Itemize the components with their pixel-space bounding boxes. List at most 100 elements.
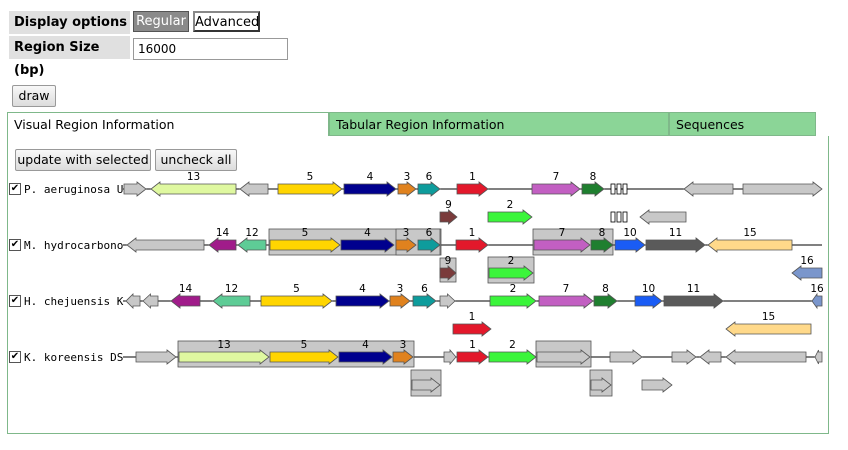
gene-label: 16 [810,283,824,295]
gene-arrow-7[interactable] [533,237,591,253]
gene-arrow-6[interactable] [412,293,437,309]
gene-arrow-8[interactable] [590,237,614,253]
gene-arrow-unassigned[interactable] [443,348,457,366]
organism-checkbox[interactable]: ✔ [9,351,21,363]
draw-button[interactable]: draw [12,85,56,107]
gene-arrow-unassigned[interactable] [439,293,456,309]
gene-arrow-unassigned[interactable] [239,181,269,197]
gene-arrow-7[interactable] [538,293,594,309]
gene-arrow-unassigned[interactable] [725,349,807,365]
gene-arrow-unassigned[interactable] [609,349,643,365]
gene-arrow-16[interactable] [811,292,823,310]
gene-arrow-unassigned[interactable] [123,181,147,197]
gene-arrow-unassigned[interactable] [126,237,205,253]
regular-button[interactable]: Regular [133,11,189,32]
organism-name: M. hydrocarbono [24,238,124,252]
gene-arrow-unassigned[interactable] [641,377,673,393]
organism-checkbox[interactable]: ✔ [9,295,21,307]
gene-arrow-5[interactable] [269,237,341,253]
gene-label: 7 [553,171,560,183]
gene-arrow-14[interactable] [208,237,237,253]
gene-label: 14 [179,283,193,295]
gene-arrow-12[interactable] [212,293,251,309]
gene-arrow-unassigned[interactable] [671,349,697,365]
gene-label: 2 [509,339,516,351]
gene-arrow-3[interactable] [397,181,417,197]
gene-arrow-unassigned[interactable] [125,293,141,309]
gene-arrow-unassigned[interactable] [590,377,612,393]
gene-arrow-13[interactable] [178,349,270,365]
gene-label: 12 [245,227,258,239]
gene-arrow-8[interactable] [593,293,618,309]
update-with-selected-button[interactable]: update with selected [15,149,151,171]
gene-label: 4 [359,283,366,295]
gene-arrow-5[interactable] [269,349,339,365]
tab-sequences[interactable]: Sequences [669,112,816,136]
gene-arrow-unassigned[interactable] [536,349,591,365]
gene-arrow-9[interactable] [439,209,458,225]
region-size-label: Region Size (bp) [9,36,130,78]
gene-arrow-unassigned[interactable] [699,349,722,365]
gene-arrow-6[interactable] [417,181,441,197]
gene-arrow-unassigned[interactable] [814,349,823,365]
uncheck-all-button[interactable]: uncheck all [155,149,237,171]
gene-arrow-16[interactable] [791,265,823,281]
gene-arrow-2[interactable] [487,209,533,225]
organism-name: P. aeruginosa U [24,182,124,196]
gene-arrow-11[interactable] [663,293,724,309]
gene-label: 15 [743,227,756,239]
organism-checkbox[interactable]: ✔ [9,239,21,251]
gene-arrow-5[interactable] [260,293,333,309]
gene-arrow-unassigned[interactable] [135,349,177,365]
organism-checkbox[interactable]: ✔ [9,183,21,195]
gene-arrow-4[interactable] [335,293,390,309]
gene-arrow-2[interactable] [488,265,534,281]
gene-arrow-8[interactable] [581,181,605,197]
gene-arrow-unassigned[interactable] [639,209,687,225]
gene-arrow-6[interactable] [417,237,441,253]
gene-fragment [622,183,628,195]
gene-label: 13 [217,339,230,351]
gene-arrow-7[interactable] [531,181,581,197]
gene-arrow-11[interactable] [645,237,706,253]
gene-arrow-3[interactable] [392,349,414,365]
gene-fragment [622,211,628,223]
gene-label: 4 [364,227,371,239]
gene-label: 3 [400,339,407,351]
gene-arrow-2[interactable] [489,293,537,309]
gene-arrow-10[interactable] [634,293,663,309]
gene-arrow-unassigned[interactable] [742,181,823,197]
gene-arrow-unassigned[interactable] [683,181,734,197]
gene-arrow-1[interactable] [455,237,489,253]
gene-arrow-4[interactable] [343,181,397,197]
gene-arrow-2[interactable] [488,349,537,365]
gene-arrow-15[interactable] [707,237,793,253]
gene-arrow-5[interactable] [277,181,343,197]
gene-arrow-3[interactable] [389,293,411,309]
gene-label: 5 [302,227,309,239]
gene-arrow-1[interactable] [452,321,492,337]
gene-arrow-15[interactable] [725,321,812,337]
gene-arrow-1[interactable] [456,181,489,197]
gene-label: 9 [445,199,452,211]
gene-arrow-14[interactable] [170,293,201,309]
gene-arrow-10[interactable] [614,237,646,253]
gene-arrow-unassigned[interactable] [411,377,441,393]
gene-label: 8 [590,171,597,183]
gene-arrow-4[interactable] [338,349,393,365]
gene-arrow-4[interactable] [340,237,395,253]
gene-arrow-unassigned[interactable] [142,293,159,309]
gene-arrow-1[interactable] [456,349,489,365]
advanced-button[interactable]: Advanced [193,11,260,32]
tab-tabular-region[interactable]: Tabular Region Information [329,112,669,136]
gene-label: 2 [507,199,514,211]
gene-arrow-12[interactable] [237,237,267,253]
tab-visual-region[interactable]: Visual Region Information [7,112,329,136]
gene-fragment [610,183,616,195]
gene-fragment [616,183,622,195]
gene-arrow-3[interactable] [395,237,417,253]
gene-arrow-9[interactable] [439,265,457,281]
region-size-input[interactable] [133,38,288,60]
gene-arrow-13[interactable] [150,181,237,197]
